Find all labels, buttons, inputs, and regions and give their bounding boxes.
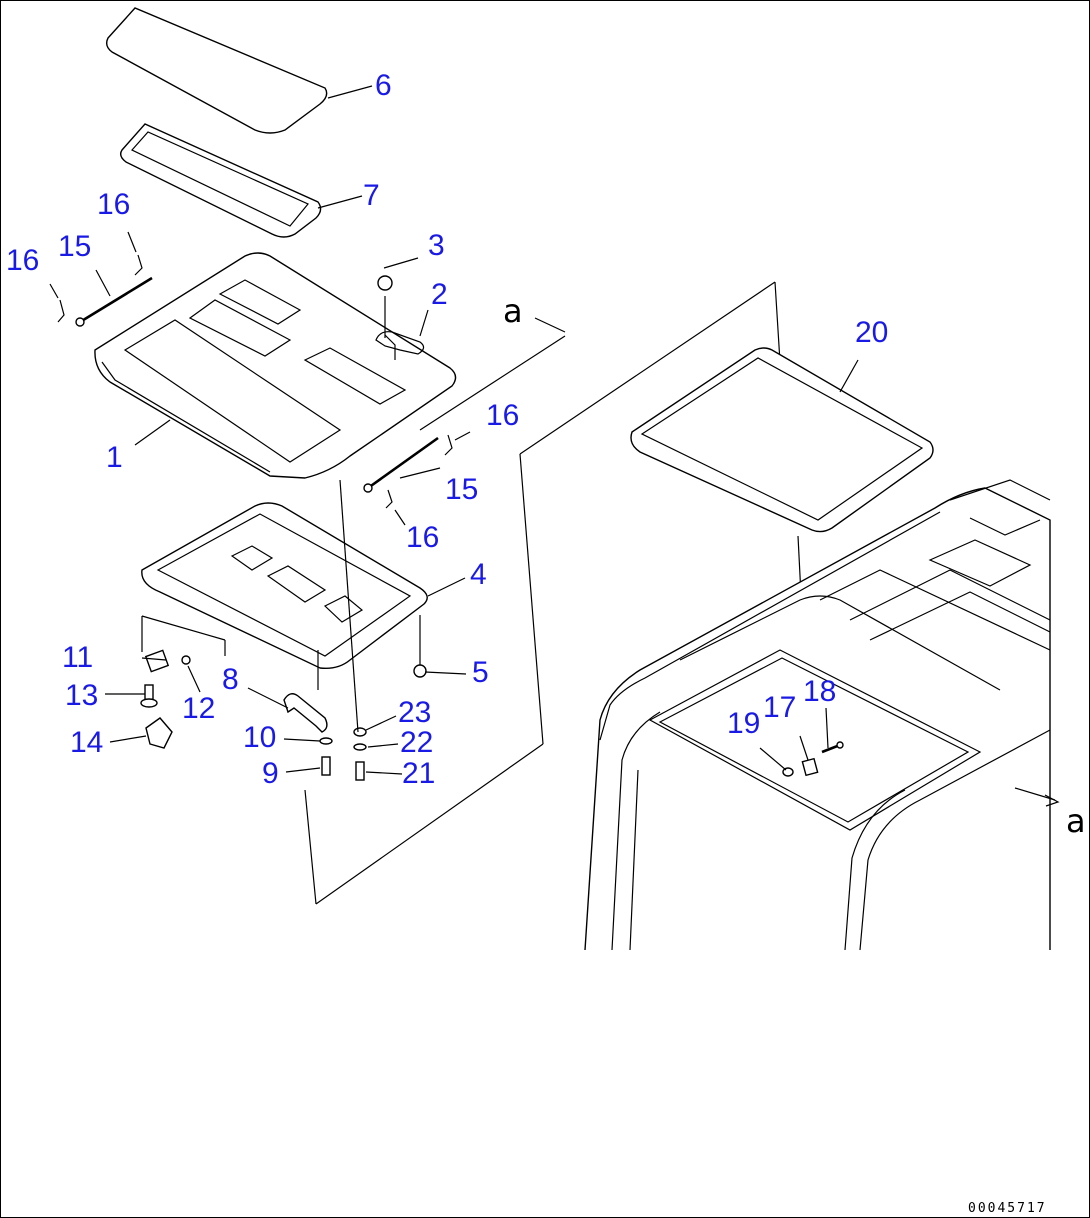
part-1-hatch-cover <box>94 252 457 479</box>
part-12-screw <box>181 655 191 665</box>
part-7-seal <box>119 123 322 238</box>
leader-lines <box>49 85 859 775</box>
part-14-bracket <box>145 717 173 749</box>
part-3-nut <box>377 275 393 291</box>
callout-21: 21 <box>402 757 435 790</box>
part-5-stop <box>413 615 427 678</box>
callout-3: 3 <box>428 229 445 262</box>
callout-10: 10 <box>243 721 276 754</box>
part-4-inner-frame <box>141 502 428 670</box>
view-marker-top: a <box>503 292 523 330</box>
callout-14: 14 <box>70 726 103 759</box>
part-23-nut <box>353 727 367 737</box>
cab-roof <box>584 479 1060 951</box>
part-10-washer <box>319 737 333 745</box>
callout-15: 15 <box>58 230 91 263</box>
part-16-clips <box>57 254 453 509</box>
part-15-strut-left <box>75 276 153 327</box>
part-9-bolt <box>321 756 331 776</box>
callout-17: 17 <box>763 691 796 724</box>
part-20-seal <box>630 347 934 533</box>
callout-11: 11 <box>62 641 93 674</box>
part-17-clip <box>801 757 819 777</box>
view-marker-right: a <box>1066 802 1086 840</box>
callout-12: 12 <box>182 692 215 725</box>
part-22-washer <box>353 743 367 751</box>
callout-6: 6 <box>375 69 392 102</box>
drawing-code: 00045717 <box>968 1201 1047 1216</box>
callout-18: 18 <box>803 675 836 708</box>
callouts: 6 7 16 16 15 3 2 1 16 15 16 4 11 5 8 13 … <box>6 69 888 790</box>
part-13-bolt <box>140 684 158 708</box>
callout-2: 2 <box>431 278 448 311</box>
callout-4: 4 <box>470 558 487 591</box>
callout-8: 8 <box>222 663 239 696</box>
callout-16: 16 <box>97 188 130 221</box>
assembly-lines <box>141 281 809 905</box>
part-18-screw <box>821 741 844 754</box>
callout-5: 5 <box>472 656 489 689</box>
callout-19: 19 <box>727 707 760 740</box>
callout-7: 7 <box>363 179 380 212</box>
callout-22: 22 <box>400 726 433 759</box>
callout-20: 20 <box>855 316 888 349</box>
callout-16: 16 <box>6 244 39 277</box>
callout-23: 23 <box>398 696 431 729</box>
part-11-lock <box>144 649 170 673</box>
callout-9: 9 <box>262 757 279 790</box>
part-21-bolt <box>355 761 365 781</box>
callout-16: 16 <box>486 399 519 432</box>
callout-13: 13 <box>65 679 98 712</box>
callout-1: 1 <box>106 441 123 474</box>
part-2-handle <box>375 296 425 355</box>
part-15-strut-right <box>363 436 439 493</box>
callout-15: 15 <box>445 473 478 506</box>
callout-16: 16 <box>406 521 439 554</box>
part-8-grip <box>283 693 328 733</box>
part-6-glass <box>105 7 328 134</box>
